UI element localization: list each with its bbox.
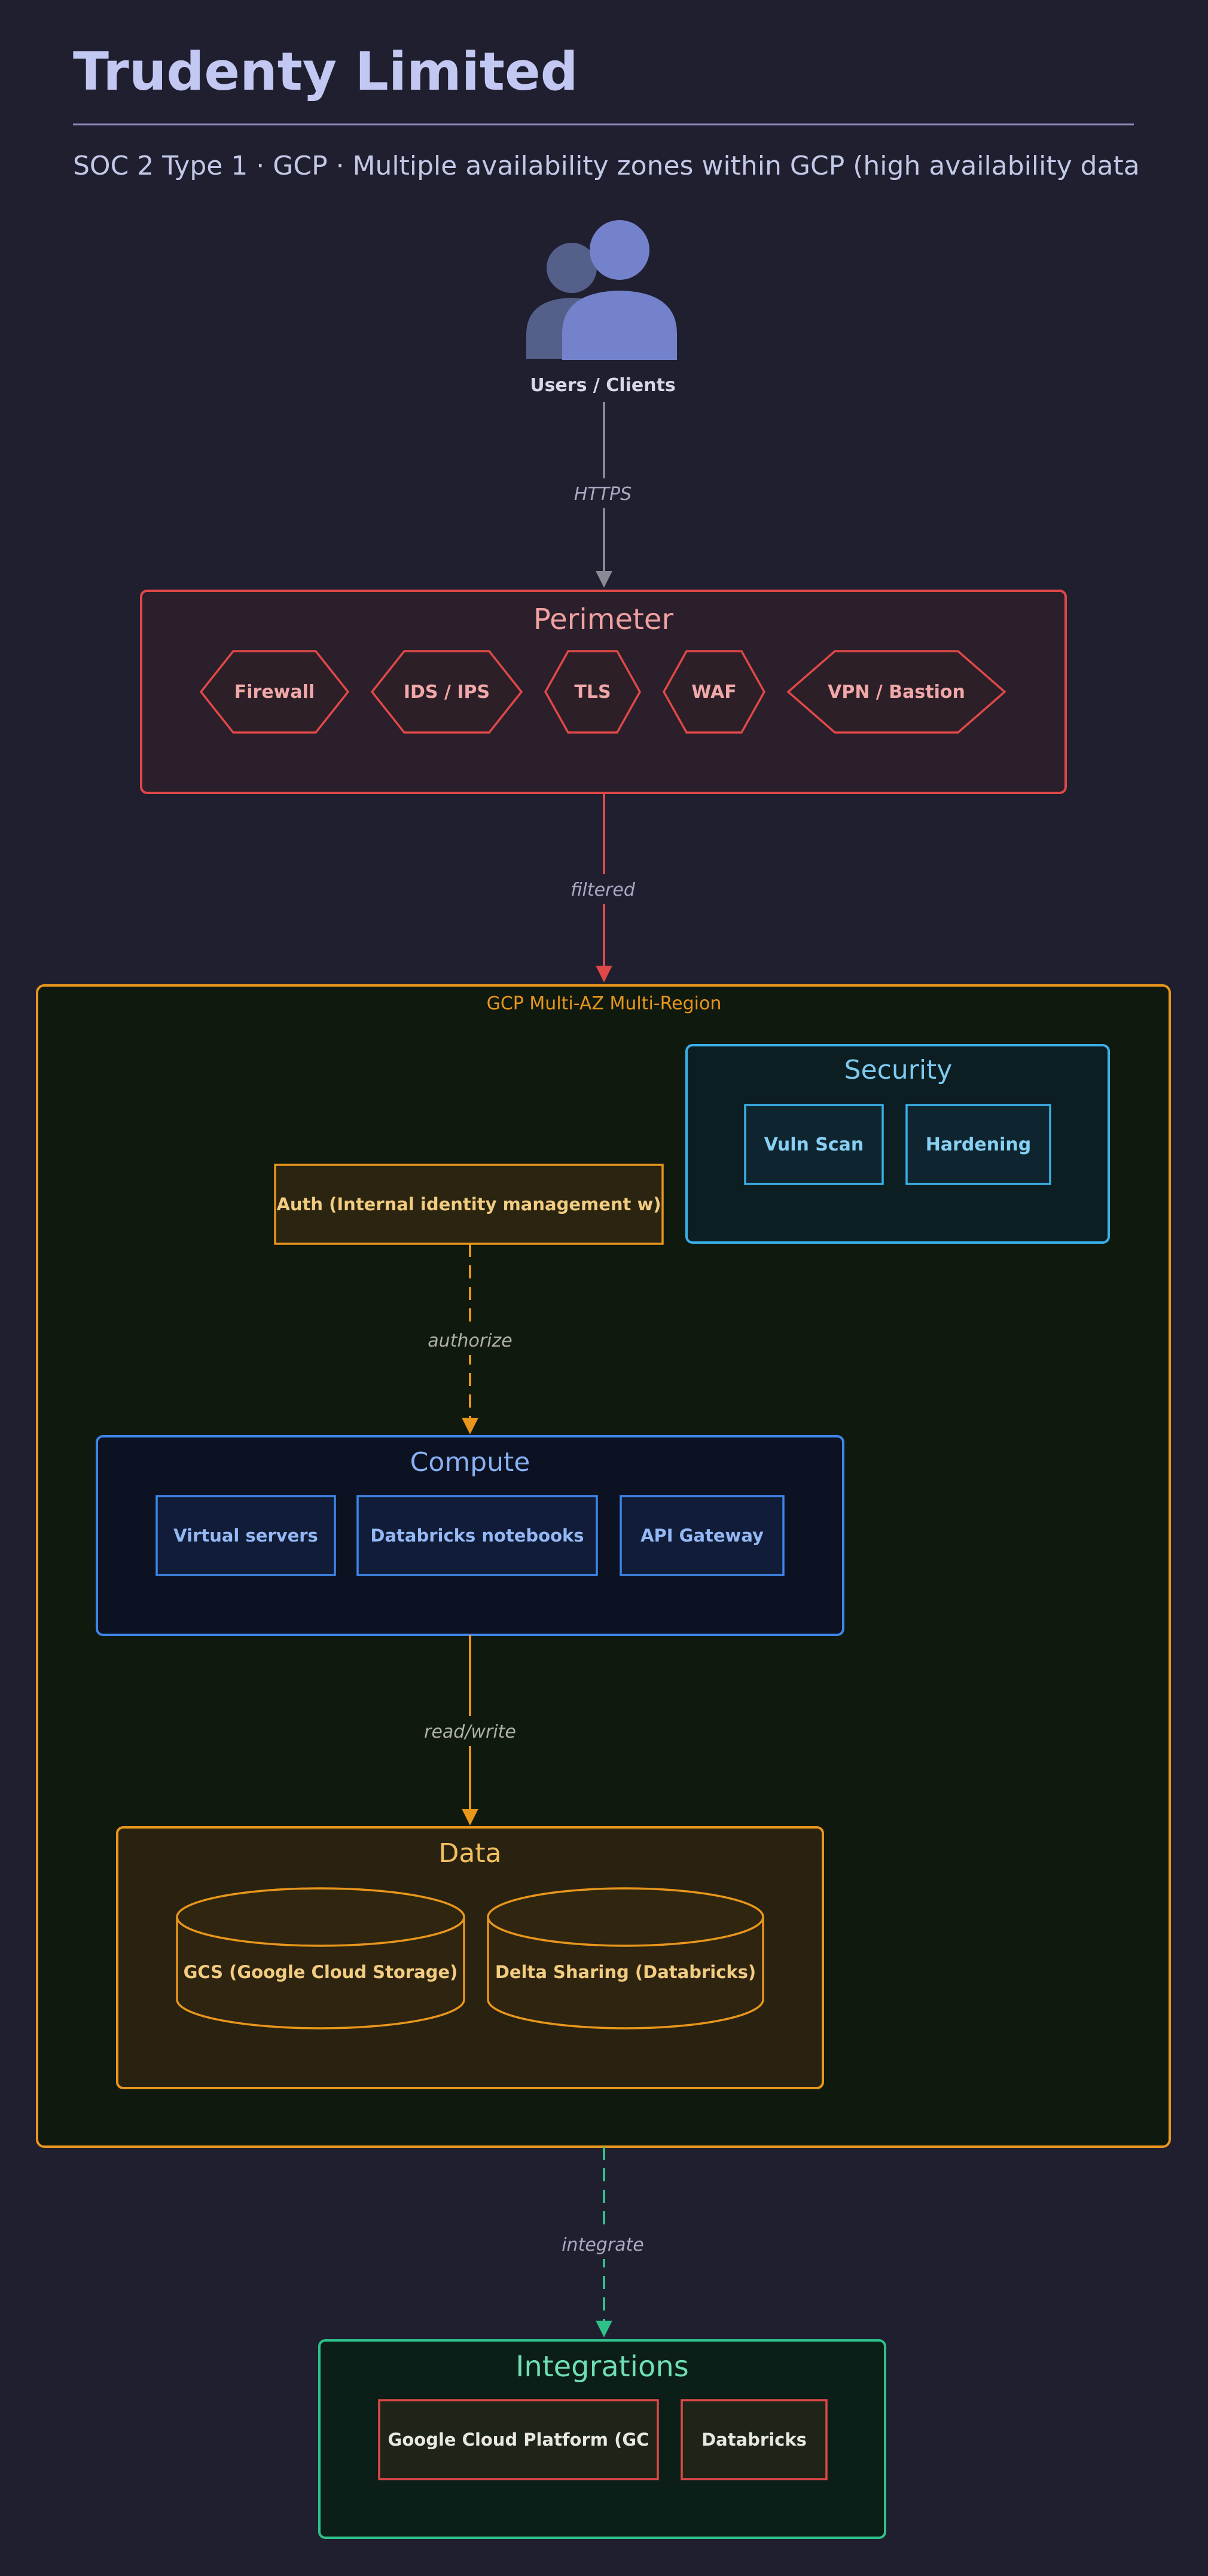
svg-text:Delta Sharing (Databricks): Delta Sharing (Databricks) [495,1962,756,1982]
integration-item-databricks: Databricks [681,2399,828,2480]
edge-label-bg [422,1325,518,1355]
compute-title: Compute [410,1447,530,1478]
perimeter-item-vpn-bastion: VPN / Bastion [786,650,1006,734]
users-label: Users / Clients [530,375,676,396]
page-subtitle: SOC 2 Type 1 · GCP · Multiple availabili… [73,151,1140,181]
integrations-title: Integrations [515,2350,689,2383]
perimeter-item-firewall: Firewall [199,650,350,734]
svg-text:VPN / Bastion: VPN / Bastion [828,682,965,703]
svg-text:Hardening: Hardening [926,1134,1031,1155]
svg-text:GCS (Google Cloud Storage): GCS (Google Cloud Storage) [184,1962,458,1982]
svg-text:Vuln Scan: Vuln Scan [764,1134,864,1155]
svg-text:IDS / IPS: IDS / IPS [404,682,490,703]
edge-label-bg [419,1716,521,1746]
edge-label-bg [568,478,640,508]
compute-item-api-gateway: API Gateway [620,1495,785,1576]
compute-item-databricks-notebooks: Databricks notebooks [356,1495,598,1576]
auth-box: Auth (Internal identity management w) [274,1164,664,1245]
svg-text:Auth (Internal identity manage: Auth (Internal identity management w) [276,1194,661,1214]
edge-label-https: HTTPS [574,484,632,505]
svg-text:Databricks notebooks: Databricks notebooks [370,1525,584,1546]
edge-label-filtered: filtered [571,880,636,901]
edge-label-integrate: integrate [562,2235,644,2255]
edge-label-bg [568,874,640,904]
edge-label-readwrite: read/write [424,1722,516,1742]
perimeter-title: Perimeter [533,603,673,636]
svg-text:Google Cloud Platform (GC: Google Cloud Platform (GC [388,2430,649,2450]
security-group [685,1044,1110,1244]
svg-text:Virtual servers: Virtual servers [173,1525,318,1546]
edge-label-authorize: authorize [428,1330,512,1351]
users-icon [526,220,677,360]
integration-item-gcp: Google Cloud Platform (GC [378,2399,659,2480]
svg-text:WAF: WAF [691,682,736,703]
perimeter-item-ids-ips: IDS / IPS [370,650,523,734]
security-title: Security [844,1055,953,1085]
cloud-label: GCP Multi-AZ Multi-Region [487,993,722,1014]
svg-text:TLS: TLS [574,682,611,703]
edge-label-bg [562,2229,646,2259]
svg-text:Databricks: Databricks [701,2430,807,2450]
security-item-hardening: Hardening [905,1104,1051,1185]
page-title: Trudenty Limited [73,41,578,102]
compute-item-virtual-servers: Virtual servers [155,1495,336,1576]
security-item-vuln-scan: Vuln Scan [744,1104,884,1185]
perimeter-item-tls: TLS [544,650,642,734]
data-title: Data [438,1838,501,1869]
svg-text:API Gateway: API Gateway [640,1525,764,1546]
svg-text:Firewall: Firewall [234,682,315,703]
data-item-delta-sharing-cylinder: Delta Sharing (Databricks) [487,1887,764,2029]
data-item-gcs-cylinder: GCS (Google Cloud Storage) [176,1887,465,2029]
perimeter-item-waf: WAF [662,650,766,734]
